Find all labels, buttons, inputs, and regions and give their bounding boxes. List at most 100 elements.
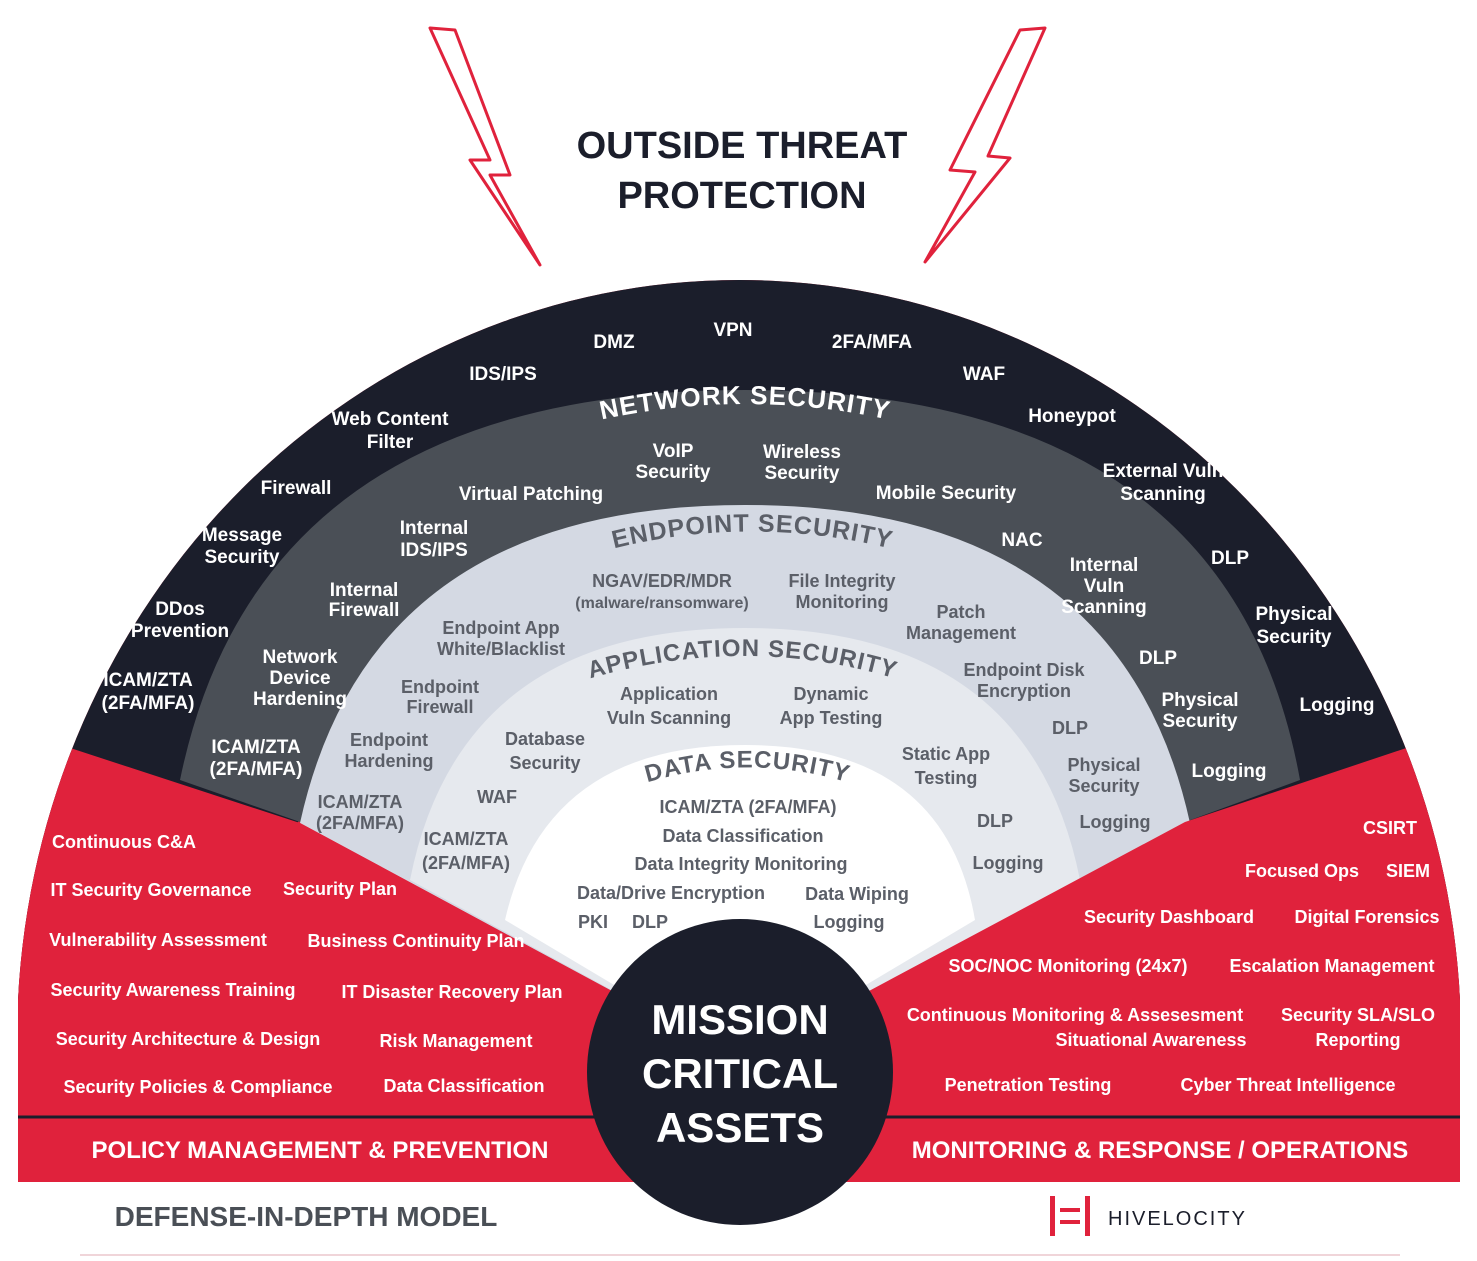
lightning-bolt-icon bbox=[923, 26, 1047, 264]
perimeter-item: (2FA/MFA) bbox=[102, 693, 195, 714]
monitoring-item: SOC/NOC Monitoring (24x7) bbox=[948, 956, 1187, 976]
endpoint-item: Endpoint bbox=[401, 677, 479, 697]
application-item: Vuln Scanning bbox=[607, 708, 731, 728]
policy-item: Data Classification bbox=[383, 1076, 544, 1096]
perimeter-item: Message bbox=[202, 525, 282, 546]
network-item: Internal bbox=[330, 580, 399, 601]
network-item: Vuln bbox=[1084, 576, 1124, 597]
network-item: Firewall bbox=[329, 600, 400, 621]
application-item: Dynamic bbox=[793, 684, 868, 704]
data-item: DLP bbox=[632, 912, 668, 932]
network-item: Logging bbox=[1192, 761, 1267, 782]
monitoring-item: Escalation Management bbox=[1229, 956, 1434, 976]
perimeter-item: 2FA/MFA bbox=[832, 332, 913, 353]
network-items: VoIP Security Wireless Security Virtual … bbox=[210, 441, 1267, 782]
endpoint-item: Endpoint bbox=[350, 730, 428, 750]
application-item: Logging bbox=[973, 853, 1044, 873]
network-item: NAC bbox=[1001, 530, 1042, 551]
endpoint-item: (malware/ransomware) bbox=[575, 595, 748, 612]
policy-items: Continuous C&A IT Security Governance Se… bbox=[49, 832, 562, 1097]
policy-item: Security Architecture & Design bbox=[56, 1029, 320, 1049]
policy-item: Business Continuity Plan bbox=[307, 931, 524, 951]
perimeter-item: DLP bbox=[1211, 548, 1249, 569]
endpoint-item: Monitoring bbox=[796, 592, 889, 612]
endpoint-item: Physical bbox=[1067, 755, 1140, 775]
endpoint-item: Hardening bbox=[344, 751, 433, 771]
perimeter-item: Logging bbox=[1300, 695, 1375, 716]
data-item: ICAM/ZTA (2FA/MFA) bbox=[660, 797, 837, 817]
network-item: Network bbox=[263, 647, 338, 668]
perimeter-item: WAF bbox=[963, 364, 1005, 385]
model-title: DEFENSE-IN-DEPTH MODEL bbox=[115, 1201, 498, 1232]
perimeter-item: Security bbox=[205, 547, 280, 568]
perimeter-item: Prevention bbox=[131, 621, 229, 642]
monitoring-item: Cyber Threat Intelligence bbox=[1180, 1075, 1395, 1095]
center-line2: CRITICAL bbox=[642, 1050, 838, 1097]
monitoring-item: Security SLA/SLO bbox=[1281, 1005, 1435, 1025]
lightning-bolt-icon bbox=[428, 26, 542, 267]
network-item: Security bbox=[765, 463, 840, 484]
network-item: Internal bbox=[1070, 555, 1139, 576]
policy-item: Risk Management bbox=[379, 1031, 532, 1051]
data-item: Data Wiping bbox=[805, 884, 909, 904]
endpoint-item: Patch bbox=[936, 602, 985, 622]
monitoring-item: Penetration Testing bbox=[945, 1075, 1112, 1095]
endpoint-item: DLP bbox=[1052, 718, 1088, 738]
endpoint-item: Endpoint Disk bbox=[964, 660, 1086, 680]
endpoint-item: Logging bbox=[1080, 812, 1151, 832]
application-item: Application bbox=[620, 684, 718, 704]
data-item: Data/Drive Encryption bbox=[577, 883, 765, 903]
perimeter-item: Physical bbox=[1255, 604, 1332, 625]
hivelocity-logo: HIVELOCITY bbox=[1050, 1196, 1247, 1236]
network-item: Virtual Patching bbox=[459, 484, 603, 505]
perimeter-item: Security bbox=[1257, 627, 1332, 648]
network-item: Mobile Security bbox=[876, 483, 1017, 504]
endpoint-items: NGAV/EDR/MDR (malware/ransomware) File I… bbox=[316, 571, 1150, 833]
application-items: Application Vuln Scanning Dynamic App Te… bbox=[422, 684, 1043, 873]
perimeter-item: DDos bbox=[155, 599, 205, 620]
monitoring-item: Security Dashboard bbox=[1084, 907, 1254, 927]
policy-item: Continuous C&A bbox=[52, 832, 196, 852]
perimeter-item: Firewall bbox=[261, 478, 332, 499]
data-item: PKI bbox=[578, 912, 608, 932]
perimeter-item: External Vuln bbox=[1103, 461, 1224, 482]
monitoring-items: CSIRT Focused Ops SIEM Security Dashboar… bbox=[907, 818, 1440, 1095]
application-item: WAF bbox=[477, 787, 517, 807]
title-line2: PROTECTION bbox=[617, 175, 866, 217]
title-line1: OUTSIDE THREAT bbox=[577, 125, 908, 167]
network-item: Scanning bbox=[1061, 597, 1147, 618]
network-item: IDS/IPS bbox=[400, 540, 468, 561]
monitoring-footer: MONITORING & RESPONSE / OPERATIONS bbox=[912, 1137, 1409, 1164]
data-item: Logging bbox=[814, 912, 885, 932]
application-item: Static App bbox=[902, 744, 990, 764]
endpoint-item: Firewall bbox=[406, 697, 473, 717]
network-item: Physical bbox=[1161, 690, 1238, 711]
network-item: ICAM/ZTA bbox=[211, 737, 301, 758]
policy-item: IT Security Governance bbox=[50, 880, 251, 900]
brand-name: HIVELOCITY bbox=[1108, 1208, 1247, 1230]
data-item: Data Integrity Monitoring bbox=[635, 854, 848, 874]
data-item: Data Classification bbox=[662, 826, 823, 846]
network-item: Hardening bbox=[253, 689, 347, 710]
logo-mark-icon bbox=[1050, 1196, 1090, 1236]
network-item: Device bbox=[269, 668, 330, 689]
endpoint-item: Endpoint App bbox=[442, 618, 559, 638]
application-item: DLP bbox=[977, 811, 1013, 831]
application-item: Database bbox=[505, 729, 585, 749]
perimeter-items: DMZ VPN 2FA/MFA IDS/IPS WAF Web Content … bbox=[102, 320, 1375, 716]
policy-item: Security Plan bbox=[283, 879, 397, 899]
policy-monitoring-band bbox=[18, 730, 1460, 1182]
policy-item: Security Awareness Training bbox=[50, 980, 295, 1000]
monitoring-item: CSIRT bbox=[1363, 818, 1417, 838]
endpoint-item: White/Blacklist bbox=[437, 639, 565, 659]
monitoring-item: Reporting bbox=[1316, 1030, 1401, 1050]
endpoint-item: (2FA/MFA) bbox=[316, 813, 404, 833]
perimeter-item: ICAM/ZTA bbox=[103, 670, 193, 691]
monitoring-item: Digital Forensics bbox=[1294, 907, 1439, 927]
policy-footer: POLICY MANAGEMENT & PREVENTION bbox=[92, 1137, 549, 1164]
perimeter-item: VPN bbox=[713, 320, 752, 341]
endpoint-item: NGAV/EDR/MDR bbox=[592, 571, 732, 591]
endpoint-item: ICAM/ZTA bbox=[318, 792, 403, 812]
